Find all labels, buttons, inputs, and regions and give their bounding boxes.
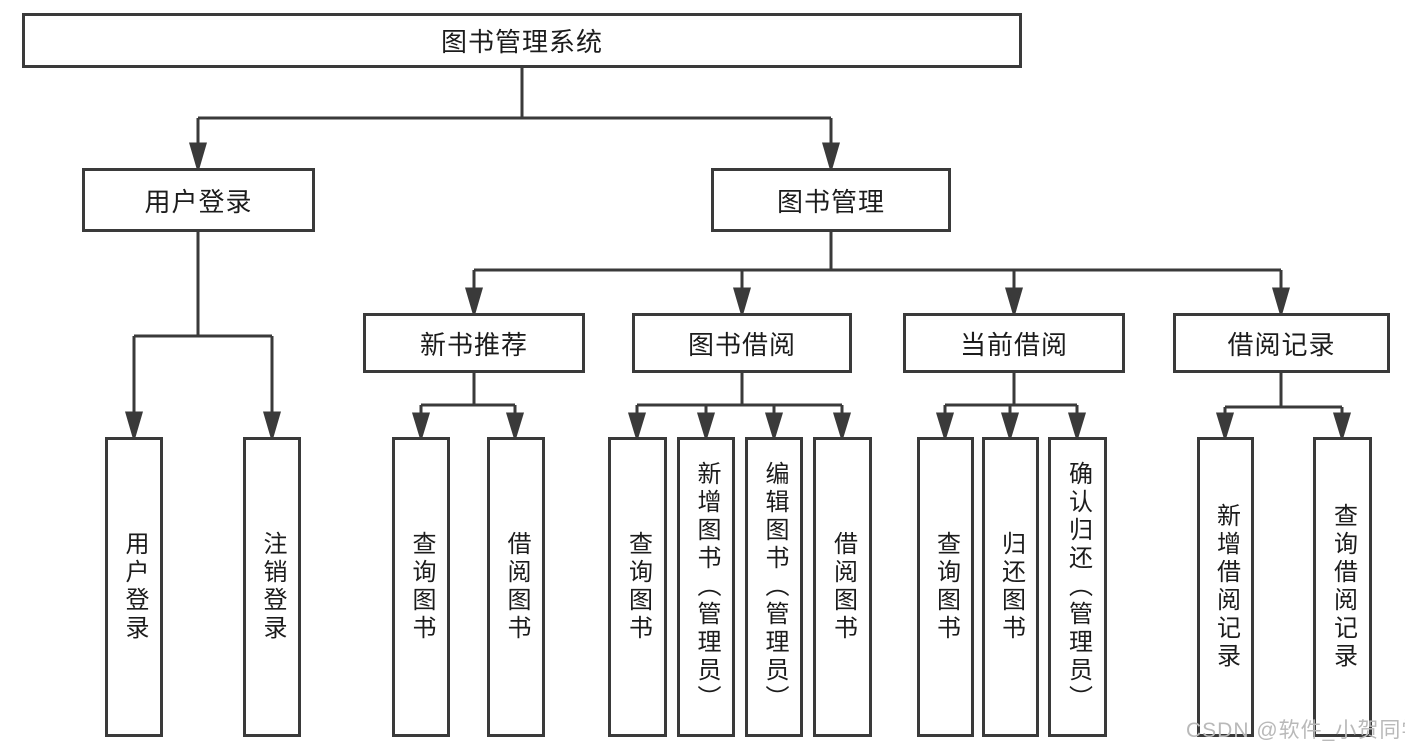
leaf-logout: 注销登录 [243, 437, 301, 737]
node-new-book-recommend: 新书推荐 [363, 313, 585, 373]
leaf-label: 归还图书 [997, 531, 1025, 643]
leaf-label: 查询图书 [624, 531, 652, 643]
node-label: 图书管理 [776, 186, 885, 217]
connector-bookborrow-to-leaves [627, 373, 852, 443]
connector-userlogin-to-leaves [125, 232, 281, 443]
connector-root-to-level2 [189, 68, 840, 174]
leaf-label: 新增借阅记录 [1212, 503, 1240, 671]
node-borrow-records: 借阅记录 [1173, 313, 1390, 373]
node-user-login: 用户登录 [82, 168, 315, 232]
leaf-user-login: 用户登录 [105, 437, 163, 737]
leaf-label: 查询图书 [408, 531, 435, 643]
leaf-label: 注销登录 [259, 531, 286, 643]
node-label: 当前借阅 [959, 329, 1068, 360]
leaf-label: 确认归还（管理员） [1064, 461, 1092, 713]
node-label: 图书借阅 [687, 329, 796, 360]
leaf-label: 借阅图书 [829, 531, 857, 643]
leaf-add-borrow-record: 新增借阅记录 [1197, 437, 1254, 737]
connector-borrowrecords-to-leaves [1215, 373, 1352, 443]
leaf-label: 借阅图书 [503, 531, 530, 643]
leaf-query-books-1: 查询图书 [392, 437, 450, 737]
leaf-edit-books-admin: 编辑图书（管理员） [745, 437, 803, 737]
node-label: 用户登录 [144, 186, 253, 217]
leaf-label: 用户登录 [121, 531, 148, 643]
leaf-label: 编辑图书（管理员） [761, 461, 788, 713]
leaf-return-books: 归还图书 [982, 437, 1039, 737]
node-current-borrow: 当前借阅 [903, 313, 1125, 373]
leaf-borrow-books-2: 借阅图书 [813, 437, 872, 737]
leaf-label: 新增图书（管理员） [693, 461, 720, 713]
leaf-query-books-2: 查询图书 [608, 437, 667, 737]
node-label: 借阅记录 [1227, 329, 1336, 360]
leaf-query-books-3: 查询图书 [917, 437, 974, 737]
node-label: 图书管理系统 [440, 27, 603, 57]
connector-bookmgmt-to-level3 [465, 232, 1290, 319]
leaf-label: 查询图书 [932, 531, 960, 643]
leaf-label: 查询借阅记录 [1329, 503, 1357, 671]
leaf-add-books-admin: 新增图书（管理员） [677, 437, 735, 737]
leaf-query-borrow-record: 查询借阅记录 [1313, 437, 1372, 737]
node-label: 新书推荐 [419, 329, 528, 360]
connector-currentborrow-to-leaves [935, 373, 1087, 443]
node-book-management: 图书管理 [711, 168, 951, 232]
connector-newbooks-to-leaves [411, 373, 525, 443]
node-library-system: 图书管理系统 [22, 13, 1022, 68]
leaf-confirm-return-admin: 确认归还（管理员） [1048, 437, 1107, 737]
leaf-borrow-books-1: 借阅图书 [487, 437, 545, 737]
csdn-watermark: CSDN @软件_小贺同学 [1186, 719, 1405, 742]
node-book-borrow: 图书借阅 [632, 313, 852, 373]
